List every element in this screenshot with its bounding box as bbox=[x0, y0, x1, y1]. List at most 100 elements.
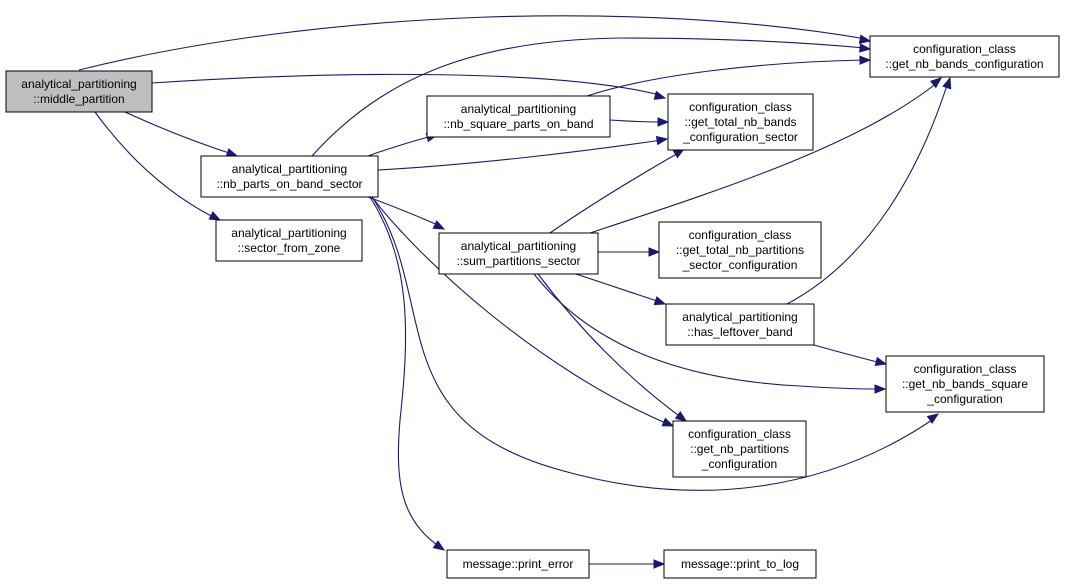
arrowhead-icon bbox=[942, 76, 952, 90]
edge-line bbox=[533, 273, 881, 390]
edge-nb_parts_on_band_sector-to-print_error bbox=[369, 196, 446, 551]
node-box[interactable] bbox=[200, 155, 379, 198]
edge-nb_parts_on_band_sector-to-get_total_nb_bands_configuration_sector bbox=[377, 135, 669, 171]
node-get-nb-bands-configuration[interactable]: configuration_class::get_nb_bands_config… bbox=[869, 35, 1060, 78]
edge-line bbox=[311, 37, 866, 157]
edge-line bbox=[813, 344, 882, 364]
arrowhead-icon bbox=[929, 77, 943, 89]
arrowhead-icon bbox=[653, 296, 667, 306]
node-box[interactable] bbox=[667, 93, 814, 151]
arrowhead-icon bbox=[653, 559, 666, 569]
edge-has_leftover_band-to-get_nb_bands_configuration bbox=[786, 76, 952, 305]
node-box[interactable] bbox=[885, 355, 1045, 413]
node-get-total-nb-partitions-sector-configuration[interactable]: configuration_class::get_total_nb_partit… bbox=[658, 221, 822, 279]
node-label-line: ::sector_from_zone bbox=[238, 241, 341, 255]
edge-sum_partitions_sector-to-get_total_nb_bands_configuration_sector bbox=[549, 148, 686, 234]
node-print-error[interactable]: message::print_error bbox=[446, 549, 590, 579]
node-label-line: ::has_leftover_band bbox=[687, 325, 792, 339]
node-label-line: _configuration bbox=[926, 392, 1002, 406]
nodes-layer: analytical_partitioning::middle_partitio… bbox=[5, 35, 1060, 579]
edge-nb_parts_on_band_sector-to-get_nb_bands_configuration bbox=[311, 37, 872, 157]
node-label-line: ::nb_square_parts_on_band bbox=[443, 117, 593, 131]
edge-sum_partitions_sector-to-get_nb_partitions_configuration bbox=[537, 273, 688, 422]
edge-line bbox=[786, 81, 949, 305]
node-label-line: configuration_class bbox=[689, 228, 792, 242]
arrowhead-icon bbox=[655, 135, 669, 146]
edge-print_error-to-print_to_log bbox=[588, 559, 666, 569]
node-box[interactable] bbox=[665, 303, 815, 346]
arrowhead-icon bbox=[926, 413, 940, 424]
edge-nb_square_parts_on_band-to-get_nb_bands_configuration bbox=[586, 55, 872, 97]
node-get-nb-bands-square-configuration[interactable]: configuration_class::get_nb_bands_square… bbox=[885, 355, 1045, 413]
edge-sum_partitions_sector-to-get_nb_bands_configuration bbox=[589, 77, 943, 234]
edges-layer bbox=[78, 15, 952, 569]
arrowhead-icon bbox=[859, 43, 872, 53]
node-box[interactable] bbox=[438, 232, 599, 275]
edge-line bbox=[549, 151, 681, 234]
arrowhead-icon bbox=[858, 34, 872, 44]
arrowhead-icon bbox=[874, 356, 888, 367]
node-box[interactable] bbox=[215, 219, 363, 262]
node-label-line: ::middle_partition bbox=[33, 92, 124, 106]
node-has-leftover-band[interactable]: analytical_partitioning::has_leftover_ba… bbox=[665, 303, 815, 346]
edge-middle_partition-to-nb_parts_on_band_sector bbox=[124, 111, 239, 158]
edge-middle_partition-to-get_nb_bands_configuration bbox=[78, 15, 872, 71]
node-get-total-nb-bands-configuration-sector[interactable]: configuration_class::get_total_nb_bands_… bbox=[667, 93, 814, 151]
node-label-line: ::sum_partitions_sector bbox=[456, 254, 580, 268]
node-label-line: configuration_class bbox=[688, 427, 791, 441]
edge-line bbox=[371, 196, 936, 491]
node-get-nb-partitions-configuration[interactable]: configuration_class::get_nb_partitions_c… bbox=[672, 420, 807, 478]
arrowhead-icon bbox=[208, 211, 222, 221]
node-nb-square-parts-on-band[interactable]: analytical_partitioning::nb_square_parts… bbox=[426, 95, 611, 138]
node-label-line: analytical_partitioning bbox=[461, 239, 576, 253]
edge-nb_parts_on_band_sector-to-get_nb_bands_square_configuration bbox=[371, 196, 940, 491]
arrowhead-icon bbox=[432, 220, 446, 230]
edge-line bbox=[369, 196, 441, 548]
edge-sum_partitions_sector-to-get_nb_bands_square_configuration bbox=[533, 273, 887, 394]
node-label-line: ::get_nb_partitions bbox=[690, 442, 789, 456]
edge-line bbox=[586, 59, 866, 97]
edge-line bbox=[537, 273, 683, 419]
edge-sum_partitions_sector-to-get_total_nb_partitions_sector_configuration bbox=[598, 247, 661, 257]
node-box[interactable] bbox=[672, 420, 807, 478]
edge-line bbox=[575, 273, 661, 303]
node-label-line: configuration_class bbox=[914, 362, 1017, 376]
node-box[interactable] bbox=[426, 95, 611, 138]
edge-nb_parts_on_band_sector-to-get_nb_partitions_configuration bbox=[371, 196, 675, 427]
node-box[interactable] bbox=[658, 221, 822, 279]
node-sector-from-zone[interactable]: analytical_partitioning::sector_from_zon… bbox=[215, 219, 363, 262]
node-nb-parts-on-band-sector[interactable]: analytical_partitioning::nb_parts_on_ban… bbox=[200, 155, 379, 198]
node-label-line: analytical_partitioning bbox=[231, 226, 346, 240]
edge-line bbox=[609, 119, 664, 123]
node-box[interactable] bbox=[663, 549, 817, 579]
edge-line bbox=[94, 111, 216, 219]
node-label-line: analytical_partitioning bbox=[461, 102, 576, 116]
edge-line bbox=[124, 111, 233, 155]
edge-middle_partition-to-sector_from_zone bbox=[94, 111, 222, 221]
node-box[interactable] bbox=[446, 549, 590, 579]
node-label-line: ::get_total_nb_bands bbox=[684, 115, 796, 129]
node-label-line: analytical_partitioning bbox=[21, 77, 136, 91]
edge-has_leftover_band-to-get_nb_bands_square_configuration bbox=[813, 344, 888, 367]
node-box[interactable] bbox=[869, 35, 1060, 78]
node-label-line: message::print_error bbox=[463, 557, 574, 571]
edge-line bbox=[589, 81, 939, 234]
edge-nb_square_parts_on_band-to-get_total_nb_bands_configuration_sector bbox=[609, 117, 670, 127]
arrowhead-icon bbox=[657, 117, 670, 127]
edge-line bbox=[367, 135, 433, 157]
node-sum-partitions-sector[interactable]: analytical_partitioning::sum_partitions_… bbox=[438, 232, 599, 275]
arrowhead-icon bbox=[653, 90, 667, 100]
node-middle-partition[interactable]: analytical_partitioning::middle_partitio… bbox=[5, 70, 153, 113]
node-label-line: ::nb_parts_on_band_sector bbox=[216, 177, 362, 191]
node-label-line: _configuration_sector bbox=[682, 130, 798, 144]
node-label-line: configuration_class bbox=[689, 100, 792, 114]
node-label-line: _sector_configuration bbox=[682, 258, 798, 272]
arrowhead-icon bbox=[661, 417, 675, 427]
node-print-to-log[interactable]: message::print_to_log bbox=[663, 549, 817, 579]
edge-middle_partition-to-get_total_nb_bands_configuration_sector bbox=[151, 73, 667, 100]
node-label-line: ::get_nb_bands_configuration bbox=[885, 57, 1043, 71]
node-box[interactable] bbox=[5, 70, 153, 113]
node-label-line: configuration_class bbox=[913, 42, 1016, 56]
arrowhead-icon bbox=[859, 55, 872, 65]
